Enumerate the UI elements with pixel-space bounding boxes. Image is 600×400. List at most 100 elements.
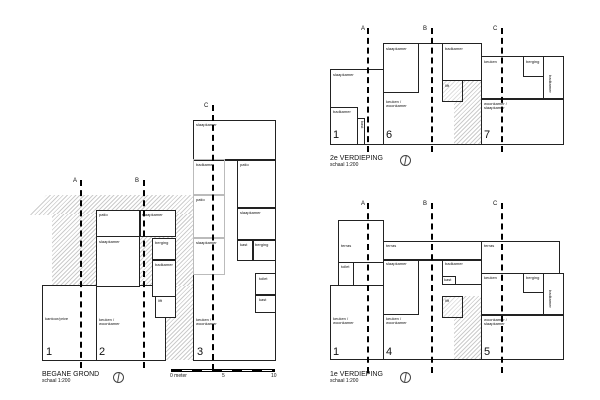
floor-scale: schaal 1:200 [42, 378, 71, 384]
room-label: slaapkamer [386, 261, 407, 266]
room-box [96, 210, 176, 237]
room-label: badkamer [445, 261, 463, 266]
room-label: keuken [484, 59, 497, 64]
room-label: badkamer [155, 262, 173, 267]
room-label: kast [240, 242, 248, 247]
floor-scale: schaal 1:200 [330, 162, 359, 168]
unit-number: 1 [333, 129, 340, 141]
room-label: patio [196, 197, 205, 202]
room-label: lift [445, 298, 449, 303]
room-label: toilet [341, 264, 350, 269]
room-label: kantoor/prive [45, 316, 69, 321]
scale-bar-mid: 5 [222, 373, 225, 379]
scale-bar [171, 369, 275, 372]
room-label: slaapkamer [196, 240, 217, 245]
room-label: patio [240, 162, 249, 167]
room-label: keuken / woonkamer [196, 317, 217, 326]
room-label: slaapkamer [386, 46, 407, 51]
north-arrow-icon [400, 155, 411, 166]
room-label: lift [158, 298, 162, 303]
room-box [96, 236, 140, 287]
room-box [357, 118, 365, 145]
room-box [383, 259, 419, 315]
room-box [543, 273, 564, 315]
section-line-a [367, 28, 369, 152]
section-label-a: A [73, 178, 78, 184]
unit-2 [96, 285, 166, 361]
room-box [152, 238, 176, 297]
room-label: terras [484, 243, 495, 248]
room-box [237, 207, 276, 209]
room-box [442, 276, 456, 285]
north-arrow-icon [113, 372, 124, 383]
room-box [383, 43, 419, 93]
room-label: woonkamer / slaapkamer [484, 101, 507, 110]
lift-box [155, 296, 176, 318]
scale-bar-zero: 0 meter [170, 373, 187, 379]
unit-number: 1 [333, 346, 340, 358]
room-label: slaapkamer [333, 72, 354, 77]
room-box [193, 237, 225, 239]
room-label: lift [445, 83, 449, 88]
section-label-c: C [204, 103, 209, 109]
section-line-b [431, 203, 433, 373]
room-label: patio [99, 212, 108, 217]
unit-7 [481, 56, 564, 145]
section-line-c [501, 28, 503, 152]
unit-number: 7 [484, 129, 491, 141]
room-label: kast [360, 121, 365, 129]
room-label: badkamer [333, 109, 351, 114]
room-box [255, 273, 276, 313]
unit-number: 1 [46, 346, 53, 358]
room-label: badkamer [445, 46, 463, 51]
room-box [193, 159, 225, 275]
section-line-c [212, 105, 214, 370]
unit-5 [481, 273, 564, 360]
room-label: slaapkamer [142, 212, 163, 217]
room-label: woonkamer / slaapkamer [484, 317, 507, 326]
unit-number: 2 [99, 346, 106, 358]
floor-title: 2e VERDIEPING [330, 155, 383, 162]
room-label: kast [444, 277, 452, 282]
room-label: badkamer [548, 290, 553, 308]
lift-box [442, 80, 463, 102]
room-label: berging [155, 240, 169, 245]
section-line-a [80, 180, 82, 368]
section-label-c: C [493, 26, 498, 32]
section-label-b: B [423, 201, 428, 207]
section-label-b: B [135, 178, 140, 184]
section-label-b: B [423, 26, 428, 32]
room-label: berging [526, 59, 540, 64]
room-label: terras [386, 243, 397, 248]
room-box [338, 220, 384, 263]
room-label: slaapkamer [99, 239, 120, 244]
room-box [354, 262, 384, 286]
room-box [152, 259, 176, 261]
room-label: keuken / woonkamer [386, 99, 407, 108]
floor-title: 1e VERDIEPING [330, 371, 383, 378]
unit-number: 5 [484, 346, 491, 358]
room-label: toilet [259, 276, 268, 281]
room-label: keuken / woonkamer [386, 316, 407, 325]
room-label: keuken [484, 275, 497, 280]
room-box [255, 294, 276, 296]
room-box [193, 194, 225, 196]
scale-bar-end: 10 [271, 373, 277, 379]
unit-number: 3 [197, 346, 204, 358]
room-box [481, 98, 564, 100]
room-label: terras [341, 243, 352, 248]
floor-title: BEGANE GROND [42, 371, 100, 378]
room-label: kast [259, 297, 267, 302]
section-line-b [143, 180, 145, 368]
room-label: slaapkamer [196, 122, 217, 127]
unit-number: 6 [386, 129, 393, 141]
room-box [481, 314, 564, 316]
north-arrow-icon [400, 372, 411, 383]
section-line-b [431, 28, 433, 152]
floor-scale: schaal 1:200 [330, 378, 359, 384]
section-label-c: C [493, 201, 498, 207]
section-line-a [367, 203, 369, 373]
room-label: keuken / woonkamer [99, 317, 120, 326]
room-label: berging [526, 275, 540, 280]
section-line-c [501, 203, 503, 373]
